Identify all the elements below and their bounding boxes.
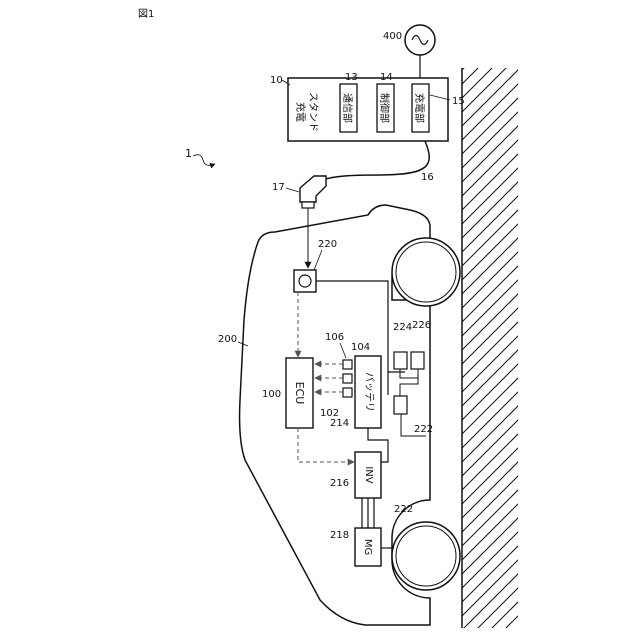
battery-label: バッテリ [363,372,375,412]
ref-inverter: 216 [330,478,349,489]
sensor-box-2 [343,374,352,383]
charger-box-b [411,352,424,369]
ref-wheel-front: 222 [394,504,413,515]
leader-connector [286,188,299,192]
comm-unit-label: 通信部 [341,93,354,123]
ref-cable: 16 [421,172,434,183]
ref-inlet: 220 [318,239,337,250]
ref-power-source: 400 [383,31,402,42]
charging-cable [322,141,429,180]
ref-system: 1 [185,147,192,160]
ref-charger-b: 226 [412,320,431,331]
motor-generator-label: MG [362,539,373,555]
ref-vehicle: 200 [218,334,237,345]
ref-charger-a: 224 [393,322,412,333]
charger-box-a [394,352,407,369]
ref-battery: 214 [330,418,349,429]
figure-label: 図1 [138,8,154,20]
charging-station: 充電 スタンド 通信部 制御部 充電部 [288,78,448,141]
ref-ecu: 100 [262,389,281,400]
ref-wheel-rear: 222 [414,424,433,435]
inlet [294,270,316,292]
inverter-label: INV [363,466,374,483]
ref-control-unit: 14 [380,72,393,83]
connector [300,176,326,208]
sensor-box-3 [343,388,352,397]
station-name-line1: 充電 [294,102,307,122]
ref-charging-unit: 15 [452,96,465,107]
rear-wheel [392,522,460,590]
ref-sensor-b: 104 [351,342,370,353]
sensor-box-1 [343,360,352,369]
charger-box-c [394,396,407,414]
leader-system [193,155,215,166]
ref-comm-unit: 13 [345,72,358,83]
ref-station: 10 [270,75,283,86]
station-name-line2: スタンド [307,92,319,132]
ref-sensor-c: 106 [325,332,344,343]
ref-motor-generator: 218 [330,530,349,541]
ground [462,68,518,628]
ecu-label: ECU [293,382,306,405]
front-wheel [392,238,460,306]
charging-unit-label: 充電部 [413,93,426,123]
power-source: 400 [383,25,435,55]
ref-connector: 17 [272,182,285,193]
control-unit-label: 制御部 [378,93,391,123]
